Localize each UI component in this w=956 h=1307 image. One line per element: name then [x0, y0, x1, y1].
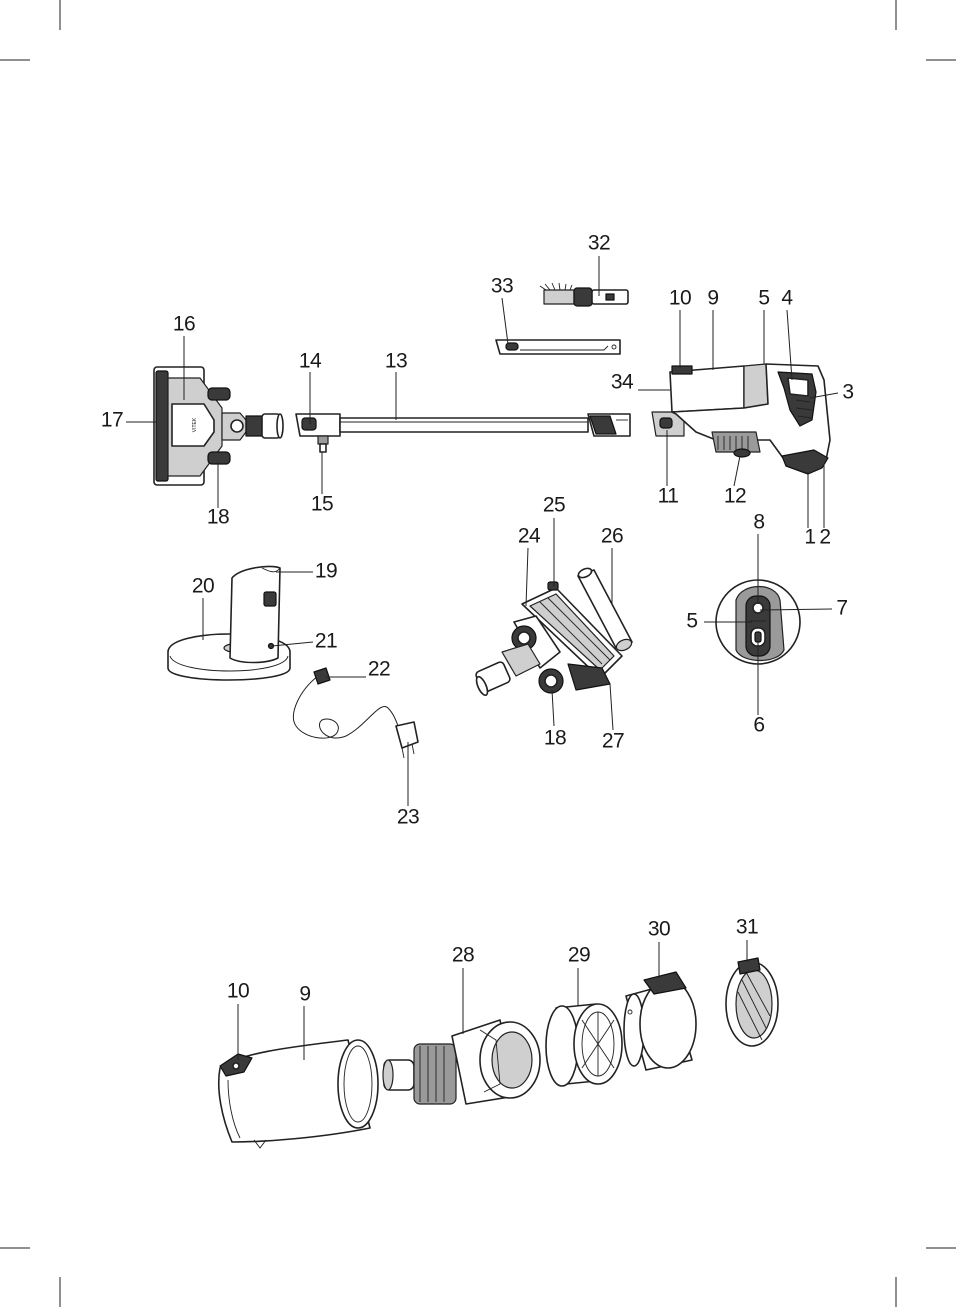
label-32: 32 [588, 232, 610, 255]
label-19: 19 [315, 560, 337, 583]
cyclone-filter-illustration [382, 1019, 541, 1105]
label-28: 28 [452, 944, 474, 967]
label-26: 26 [601, 525, 623, 548]
label-10-handheld: 10 [669, 287, 691, 310]
leader-lines [126, 256, 839, 1060]
dust-container-illustration [217, 1039, 379, 1149]
label-27: 27 [602, 730, 624, 753]
label-33: 33 [491, 275, 513, 298]
charging-dock-illustration [167, 565, 291, 681]
handheld-unit-illustration [651, 363, 831, 475]
rear-grille-illustration [725, 957, 779, 1047]
label-9-container: 9 [299, 983, 310, 1006]
label-5-handheld: 5 [758, 287, 769, 310]
label-9-handheld: 9 [707, 287, 718, 310]
label-30: 30 [648, 918, 670, 941]
label-18-turbo: 18 [544, 727, 566, 750]
label-12: 12 [724, 485, 746, 508]
label-1: 1 [804, 526, 815, 549]
label-3: 3 [842, 381, 853, 404]
label-21: 21 [315, 630, 337, 653]
accessory-tools-illustration [495, 282, 629, 355]
label-34: 34 [611, 371, 634, 394]
filter-cover-illustration [623, 971, 697, 1071]
label-18-floor: 18 [207, 506, 229, 529]
label-31: 31 [736, 916, 758, 939]
power-cord-illustration [292, 667, 419, 759]
extension-tube-illustration [295, 413, 631, 453]
label-11: 11 [658, 485, 679, 508]
label-17: 17 [101, 409, 123, 432]
label-23: 23 [397, 806, 419, 829]
label-5-panel: 5 [686, 610, 697, 633]
label-14: 14 [299, 350, 322, 373]
part-number-labels: 1 2 3 4 5 5 6 7 8 9 9 10 10 11 12 13 14 … [101, 232, 854, 1006]
label-15: 15 [311, 493, 333, 516]
label-2: 2 [819, 526, 830, 549]
hepa-filter-illustration [545, 1003, 623, 1087]
label-13: 13 [385, 350, 407, 373]
label-24: 24 [518, 525, 541, 548]
label-16: 16 [173, 313, 195, 336]
label-4: 4 [781, 287, 793, 310]
label-8: 8 [753, 511, 764, 534]
brand-mark: VITEK [192, 417, 198, 432]
turbo-brush-illustration [475, 567, 633, 697]
label-6: 6 [753, 714, 764, 737]
label-20: 20 [192, 575, 214, 598]
label-25: 25 [543, 494, 565, 517]
floor-brush-illustration: VITEK [153, 366, 284, 486]
label-10-container: 10 [227, 980, 249, 1003]
label-22: 22 [368, 658, 390, 681]
label-7: 7 [836, 597, 847, 620]
label-29: 29 [568, 944, 590, 967]
